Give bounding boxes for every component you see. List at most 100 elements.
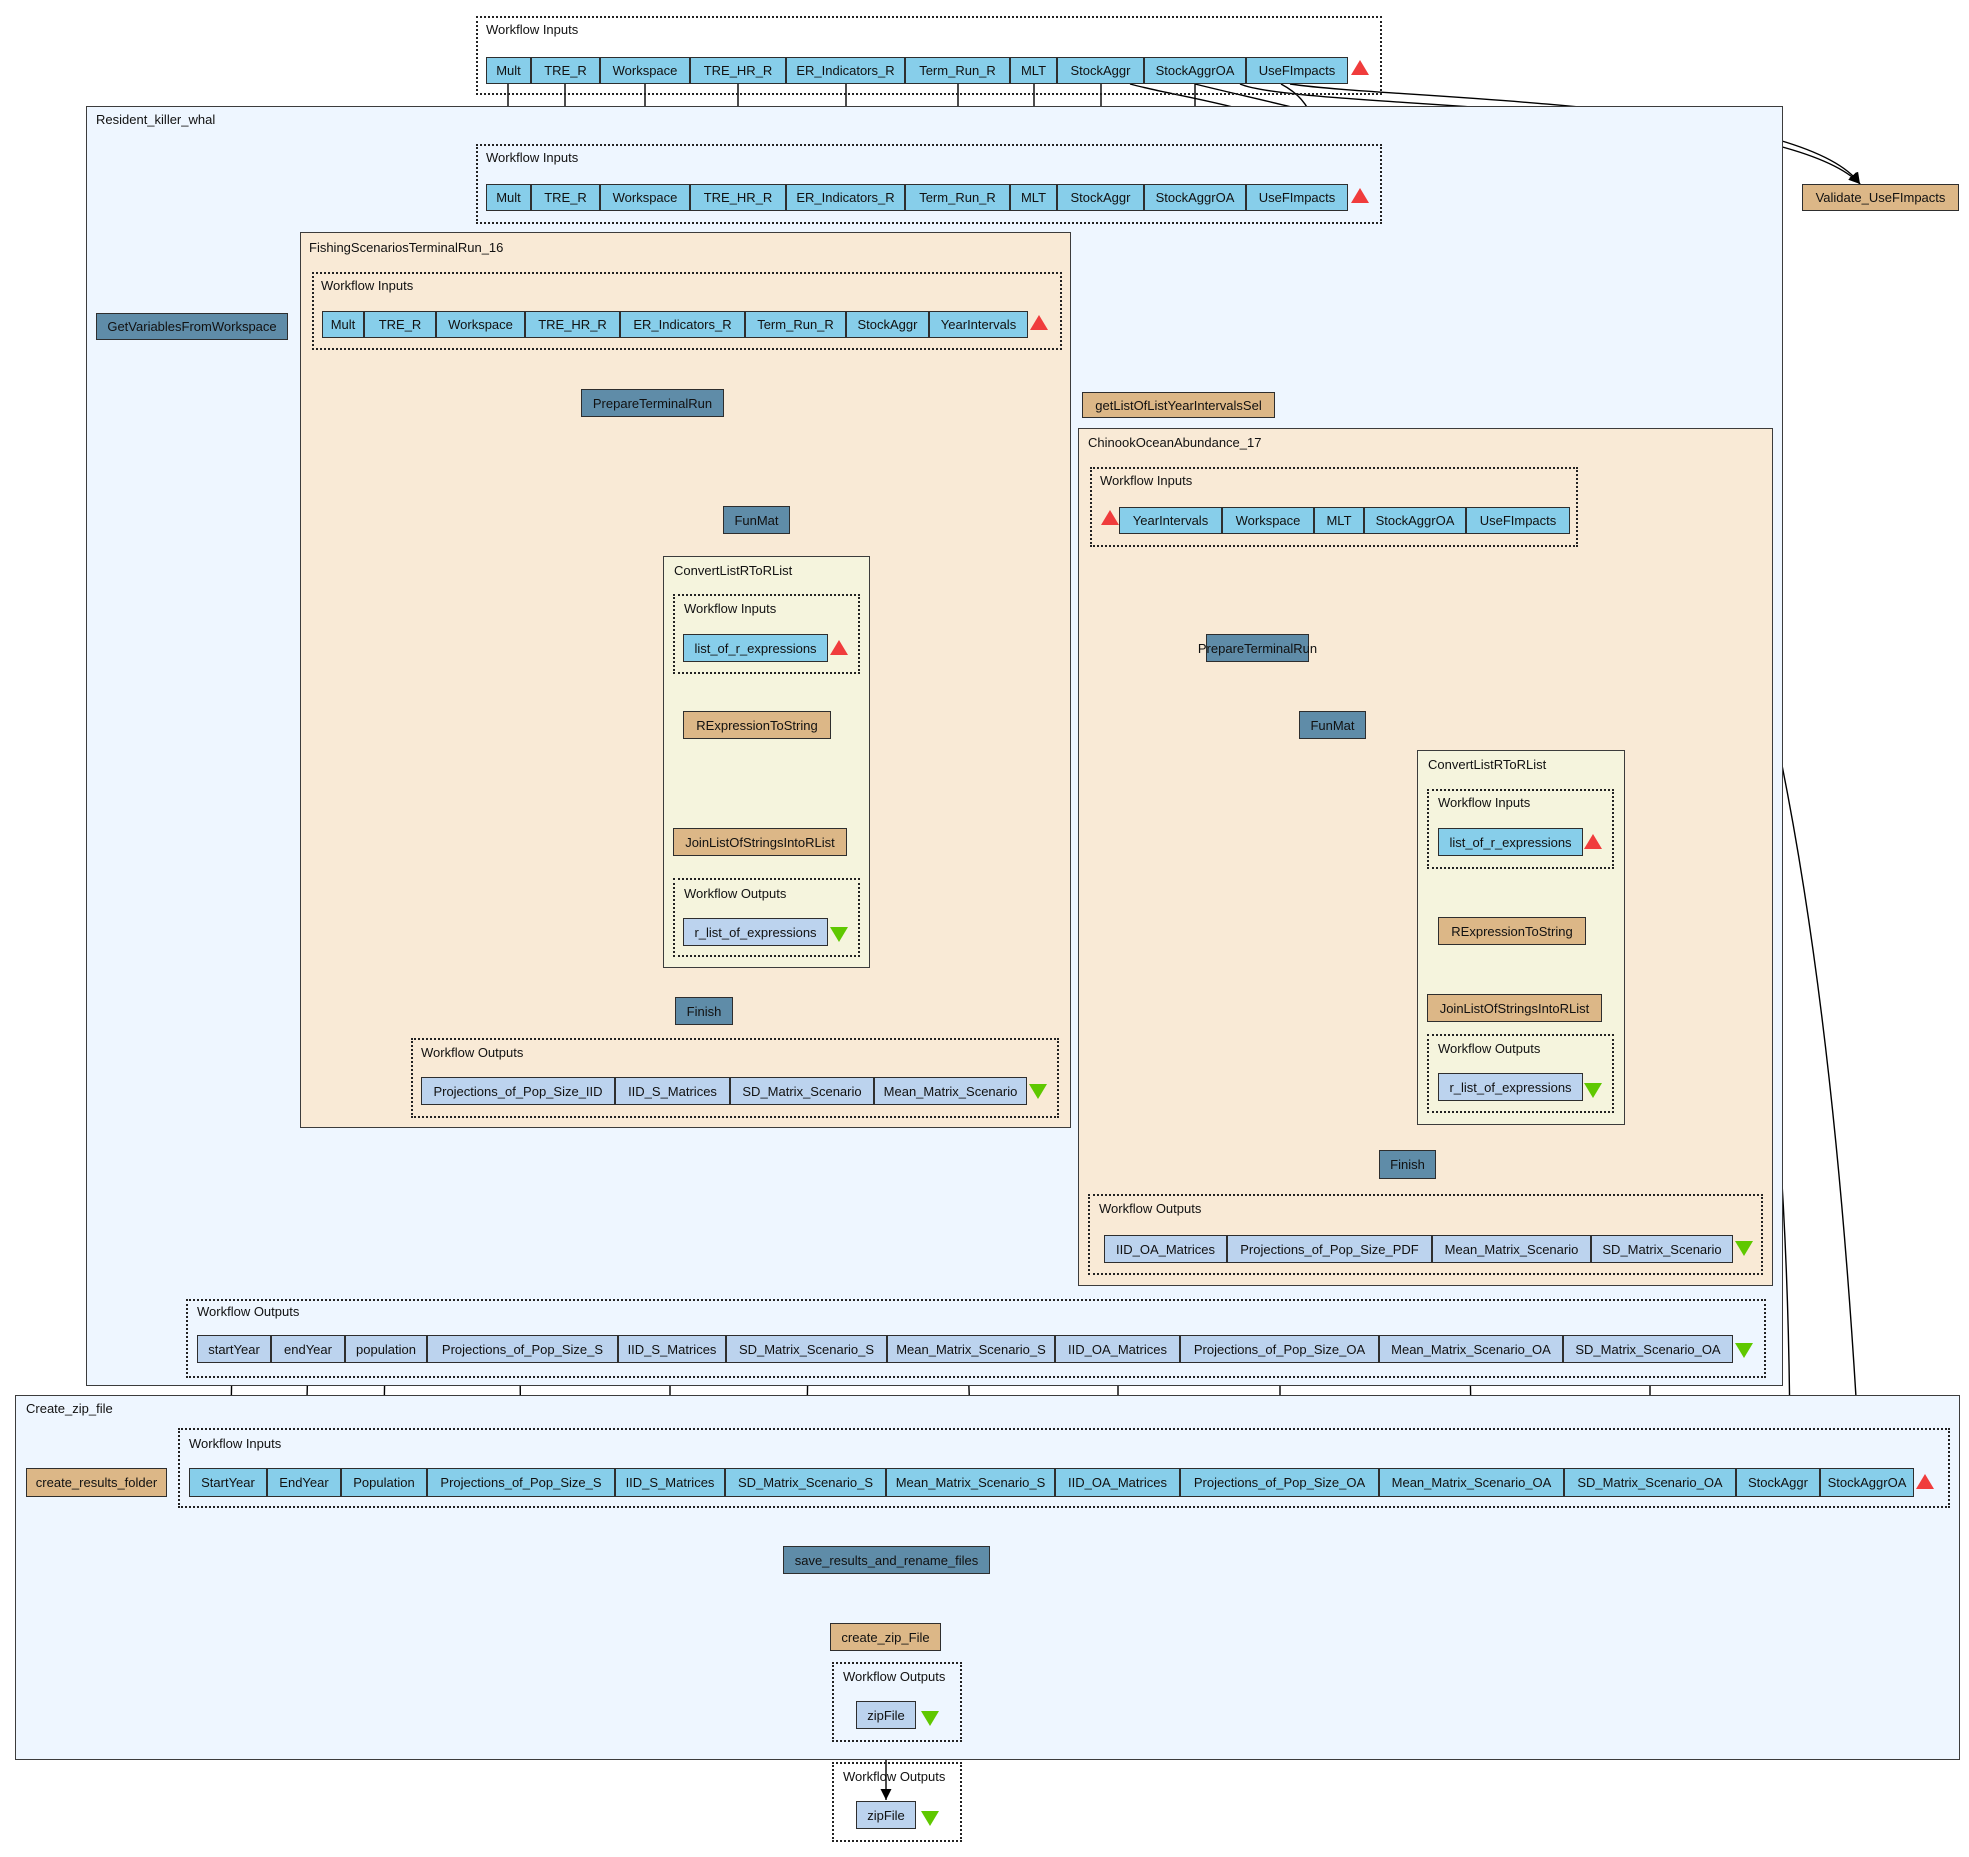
get-list-of-list-year-intervals-sel-node[interactable]: getListOfListYearIntervalsSel [1082, 392, 1275, 418]
resident-input-port-er-indicators-r[interactable]: ER_Indicators_R [786, 184, 905, 211]
fishing-rexpression-to-string-node[interactable]: RExpressionToString [683, 711, 831, 739]
top-input-port-workspace[interactable]: Workspace [600, 57, 690, 84]
resident-workflow-inputs-title: Workflow Inputs [486, 150, 579, 165]
output-marker-icon [921, 1711, 939, 1726]
zip-input-port-endyear[interactable]: EndYear [267, 1468, 341, 1497]
resident-input-port-mlt[interactable]: MLT [1010, 184, 1057, 211]
fishing-finish-node[interactable]: Finish [675, 997, 733, 1025]
chinook-join-list-node[interactable]: JoinListOfStringsIntoRList [1427, 994, 1602, 1022]
resident-output-port-iid-s-matrices[interactable]: IID_S_Matrices [618, 1335, 726, 1363]
chinook-workflow-inputs [1090, 467, 1578, 547]
chinook-convert-title: ConvertListRToRList [1428, 757, 1547, 772]
resident-input-port-term-run-r[interactable]: Term_Run_R [905, 184, 1010, 211]
final-zipfile-port[interactable]: zipFile [856, 1801, 916, 1829]
chinook-finish-node[interactable]: Finish [1379, 1150, 1436, 1179]
fishing-convert-title: ConvertListRToRList [674, 563, 793, 578]
zip-zipfile-port[interactable]: zipFile [856, 1701, 916, 1729]
chinook-input-port-workspace[interactable]: Workspace [1222, 507, 1314, 534]
chinook-output-port-projections-of-pop-size-pdf[interactable]: Projections_of_Pop_Size_PDF [1227, 1235, 1432, 1263]
resident-output-port-endyear[interactable]: endYear [271, 1335, 345, 1363]
chinook-list-of-r-expressions-port[interactable]: list_of_r_expressions [1438, 828, 1583, 856]
fishing-input-port-er-indicators-r[interactable]: ER_Indicators_R [620, 311, 745, 338]
resident-input-port-usefimpacts[interactable]: UseFImpacts [1246, 184, 1348, 211]
fishing-workflow-inputs [312, 272, 1062, 350]
resident-output-port-mean-matrix-scenario-s[interactable]: Mean_Matrix_Scenario_S [887, 1335, 1055, 1363]
chinook-workflow-outputs [1088, 1194, 1763, 1275]
resident-output-port-mean-matrix-scenario-oa[interactable]: Mean_Matrix_Scenario_OA [1379, 1335, 1563, 1363]
chinook-input-port-yearintervals[interactable]: YearIntervals [1119, 507, 1222, 534]
fishing-output-port-mean-matrix-scenario[interactable]: Mean_Matrix_Scenario [874, 1077, 1027, 1105]
fishing-prepare-terminal-run-node[interactable]: PrepareTerminalRun [581, 389, 724, 417]
zip-input-port-iid-oa-matrices[interactable]: IID_OA_Matrices [1055, 1468, 1180, 1497]
fishing-input-port-mult[interactable]: Mult [322, 311, 364, 338]
zip-input-port-mean-matrix-scenario-oa[interactable]: Mean_Matrix_Scenario_OA [1379, 1468, 1564, 1497]
resident-output-port-population[interactable]: population [345, 1335, 427, 1363]
top-input-port-stockaggr[interactable]: StockAggr [1057, 57, 1144, 84]
fishing-input-port-tre-r[interactable]: TRE_R [364, 311, 436, 338]
chinook-input-port-usefimpacts[interactable]: UseFImpacts [1466, 507, 1570, 534]
resident-workflow-inputs [476, 144, 1382, 224]
fishing-input-port-stockaggr[interactable]: StockAggr [846, 311, 929, 338]
resident-output-port-startyear[interactable]: startYear [197, 1335, 271, 1363]
zip-input-port-sd-matrix-scenario-s[interactable]: SD_Matrix_Scenario_S [725, 1468, 886, 1497]
chinook-r-list-of-expressions-port[interactable]: r_list_of_expressions [1438, 1073, 1583, 1101]
zip-input-port-sd-matrix-scenario-oa[interactable]: SD_Matrix_Scenario_OA [1564, 1468, 1736, 1497]
save-results-and-rename-files-node[interactable]: save_results_and_rename_files [783, 1546, 990, 1574]
resident-input-port-workspace[interactable]: Workspace [600, 184, 690, 211]
chinook-output-port-sd-matrix-scenario[interactable]: SD_Matrix_Scenario [1591, 1235, 1733, 1263]
chinook-title: ChinookOceanAbundance_17 [1088, 435, 1262, 450]
zip-input-port-mean-matrix-scenario-s[interactable]: Mean_Matrix_Scenario_S [886, 1468, 1055, 1497]
zip-input-port-iid-s-matrices[interactable]: IID_S_Matrices [615, 1468, 725, 1497]
fishing-output-port-iid-s-matrices[interactable]: IID_S_Matrices [615, 1077, 730, 1105]
fishing-list-of-r-expressions-port[interactable]: list_of_r_expressions [683, 634, 828, 662]
resident-input-port-stockaggr[interactable]: StockAggr [1057, 184, 1144, 211]
create-results-folder-node[interactable]: create_results_folder [26, 1468, 167, 1497]
get-variables-from-workspace-node[interactable]: GetVariablesFromWorkspace [96, 313, 288, 340]
top-input-port-tre-hr-r[interactable]: TRE_HR_R [690, 57, 786, 84]
top-input-port-stockaggroa[interactable]: StockAggrOA [1144, 57, 1246, 84]
resident-output-port-sd-matrix-scenario-s[interactable]: SD_Matrix_Scenario_S [726, 1335, 887, 1363]
zip-input-port-projections-of-pop-size-oa[interactable]: Projections_of_Pop_Size_OA [1180, 1468, 1379, 1497]
top-input-port-term-run-r[interactable]: Term_Run_R [905, 57, 1010, 84]
top-input-port-mlt[interactable]: MLT [1010, 57, 1057, 84]
fishing-output-port-projections-of-pop-size-iid[interactable]: Projections_of_Pop_Size_IID [421, 1077, 615, 1105]
fishing-workflow-inputs-title: Workflow Inputs [321, 278, 414, 293]
resident-output-port-iid-oa-matrices[interactable]: IID_OA_Matrices [1055, 1335, 1180, 1363]
resident-input-port-mult[interactable]: Mult [486, 184, 531, 211]
chinook-input-port-stockaggroa[interactable]: StockAggrOA [1364, 507, 1466, 534]
fishing-input-port-workspace[interactable]: Workspace [436, 311, 525, 338]
chinook-prepare-terminal-run-node[interactable]: PrepareTerminalRun [1198, 634, 1317, 662]
zip-input-port-startyear[interactable]: StartYear [189, 1468, 267, 1497]
top-input-port-er-indicators-r[interactable]: ER_Indicators_R [786, 57, 905, 84]
chinook-funmat-node[interactable]: FunMat [1299, 711, 1366, 739]
chinook-rexpression-to-string-node[interactable]: RExpressionToString [1438, 917, 1586, 945]
fishing-title: FishingScenariosTerminalRun_16 [309, 240, 504, 255]
zip-input-port-population[interactable]: Population [341, 1468, 427, 1497]
zip-input-port-projections-of-pop-size-s[interactable]: Projections_of_Pop_Size_S [427, 1468, 615, 1497]
chinook-input-port-mlt[interactable]: MLT [1314, 507, 1364, 534]
resident-output-port-projections-of-pop-size-s[interactable]: Projections_of_Pop_Size_S [427, 1335, 618, 1363]
validate-usefimpacts-node[interactable]: Validate_UseFImpacts [1802, 184, 1959, 211]
fishing-r-list-of-expressions-port[interactable]: r_list_of_expressions [683, 918, 828, 946]
resident-output-port-sd-matrix-scenario-oa[interactable]: SD_Matrix_Scenario_OA [1563, 1335, 1733, 1363]
fishing-output-port-sd-matrix-scenario[interactable]: SD_Matrix_Scenario [730, 1077, 874, 1105]
chinook-output-port-mean-matrix-scenario[interactable]: Mean_Matrix_Scenario [1432, 1235, 1591, 1263]
zip-input-port-stockaggroa[interactable]: StockAggrOA [1820, 1468, 1914, 1497]
chinook-convert-inputs-title: Workflow Inputs [1438, 795, 1531, 810]
fishing-input-port-yearintervals[interactable]: YearIntervals [929, 311, 1028, 338]
top-input-port-usefimpacts[interactable]: UseFImpacts [1246, 57, 1348, 84]
fishing-funmat-node[interactable]: FunMat [723, 506, 790, 534]
resident-input-port-tre-r[interactable]: TRE_R [531, 184, 600, 211]
fishing-input-port-term-run-r[interactable]: Term_Run_R [745, 311, 846, 338]
top-input-port-mult[interactable]: Mult [486, 57, 531, 84]
resident-output-port-projections-of-pop-size-oa[interactable]: Projections_of_Pop_Size_OA [1180, 1335, 1379, 1363]
zip-input-port-stockaggr[interactable]: StockAggr [1736, 1468, 1820, 1497]
top-input-port-tre-r[interactable]: TRE_R [531, 57, 600, 84]
fishing-join-list-node[interactable]: JoinListOfStringsIntoRList [673, 828, 847, 856]
input-marker-icon [1916, 1474, 1934, 1489]
fishing-input-port-tre-hr-r[interactable]: TRE_HR_R [525, 311, 620, 338]
resident-input-port-stockaggroa[interactable]: StockAggrOA [1144, 184, 1246, 211]
create-zip-file-node[interactable]: create_zip_File [830, 1623, 941, 1651]
chinook-output-port-iid-oa-matrices[interactable]: IID_OA_Matrices [1104, 1235, 1227, 1263]
resident-input-port-tre-hr-r[interactable]: TRE_HR_R [690, 184, 786, 211]
